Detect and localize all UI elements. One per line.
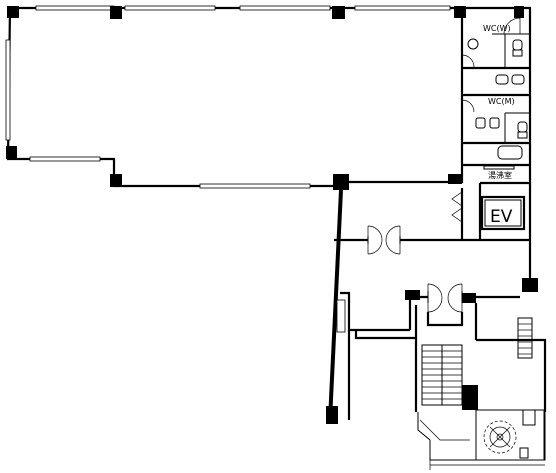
- tree-symbol: [483, 420, 517, 454]
- elevator-shaft: [480, 195, 526, 231]
- window-top-4: [354, 5, 451, 11]
- window-top-2: [124, 5, 216, 11]
- window-bottom-mid: [199, 183, 311, 189]
- main-office-room: [5, 5, 464, 189]
- elevator-label: EV: [490, 207, 513, 227]
- wc-men-label: WC(M): [488, 97, 515, 106]
- corridor: [326, 189, 532, 424]
- elevator-core: EV: [451, 181, 532, 240]
- double-door-lower: [427, 283, 463, 313]
- stair-hall: [405, 278, 547, 412]
- entrance-area: [417, 409, 546, 470]
- window-top-3: [239, 5, 331, 11]
- wc-women-room: WC(W): [461, 6, 532, 183]
- double-door-upper: [367, 225, 401, 255]
- wc-women-label: WC(W): [483, 24, 511, 33]
- wc-men-room: WC(M): [461, 97, 530, 145]
- window-top-1: [35, 5, 115, 11]
- structural-columns: [6, 6, 466, 190]
- kitchenette-label: 湯沸室: [488, 170, 512, 180]
- window-left: [5, 39, 11, 141]
- side-stair: [517, 317, 533, 359]
- kitchenette-room: 湯沸室: [462, 145, 530, 180]
- window-bottom-left: [29, 156, 101, 162]
- main-stair: [421, 344, 463, 406]
